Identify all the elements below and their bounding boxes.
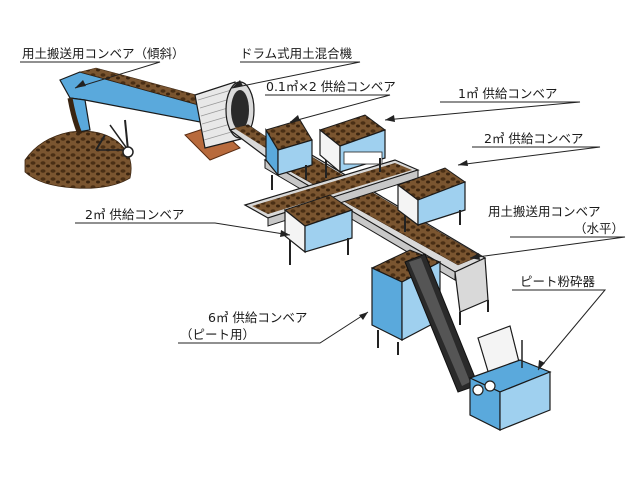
hopper-2-left	[283, 194, 354, 265]
hopper-1	[318, 114, 387, 178]
label-feed-conveyor-6: 6㎥ 供給コンベア	[208, 310, 307, 325]
label-feed-conveyor-2-right: 2㎥ 供給コンベア	[484, 131, 583, 146]
label-horizontal-conveyor: 用土搬送用コンベア	[488, 204, 601, 219]
label-horizontal-conveyor-sub: （水平）	[574, 221, 624, 236]
label-feed-conveyor-6-sub: （ピート用）	[180, 327, 255, 342]
drum-mixer	[194, 81, 255, 149]
hopper-2-right	[396, 167, 467, 232]
soil-pile	[24, 130, 132, 189]
label-feed-conveyor-2-left: 2㎥ 供給コンベア	[85, 207, 184, 222]
peat-crusher	[468, 325, 552, 431]
inclined-conveyor	[59, 67, 216, 158]
hopper-01x2	[265, 119, 313, 190]
label-feed-conveyor-1: 1㎥ 供給コンベア	[458, 86, 557, 101]
leader-lines	[20, 61, 626, 371]
label-drum-mixer: ドラム式用土混合機	[240, 46, 353, 61]
label-peat-crusher: ピート粉砕器	[520, 274, 596, 289]
label-inclined-conveyor: 用土搬送用コンベア（傾斜）	[22, 46, 185, 61]
label-feed-conveyor-01x2: 0.1㎥×2 供給コンベア	[266, 79, 396, 94]
